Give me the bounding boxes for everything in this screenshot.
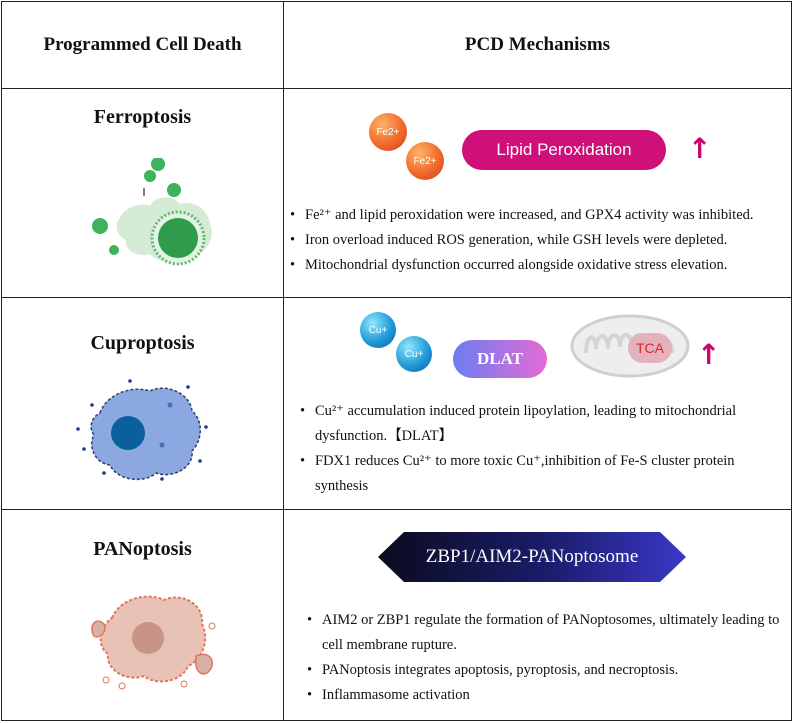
cuproptosis-cell-illustration [76,379,208,481]
fe2-badge: Fe2+ [369,113,407,151]
cu-badge: Cu+ [360,312,396,348]
row-title-ferroptosis: Ferroptosis [93,106,192,128]
bullet-item: FDX1 reduces Cu²⁺ to more toxic Cu⁺,inhi… [300,449,778,499]
header-pcd: Programmed Cell Death [43,34,242,55]
ferroptosis-cell-illustration [92,158,212,266]
panoptosis-cell-illustration [91,595,216,690]
row-title-panoptosis: PANoptosis [93,538,192,560]
ferroptosis-bullets: Fe²⁺ and lipid peroxidation were increas… [290,203,790,278]
bullet-item: AIM2 or ZBP1 regulate the formation of P… [307,608,783,658]
bullet-item: Inflammasome activation [307,683,783,708]
bullet-item: Cu²⁺ accumulation induced protein lipoyl… [300,399,778,449]
header-mechanisms: PCD Mechanisms [464,34,611,55]
panoptosome-banner-label: ZBP1/AIM2-PANoptosome [425,546,639,567]
row-divider [2,509,791,510]
bullet-item: Mitochondrial dysfunction occurred along… [290,253,790,278]
up-arrow-icon: ↑ [697,338,721,371]
panoptosome-banner [378,532,686,582]
dlat-pill: DLAT [453,340,547,378]
row-divider [2,88,791,89]
column-divider [283,2,284,720]
row-title-cuproptosis: Cuproptosis [90,332,195,354]
up-arrow-icon: ↑ [688,132,712,165]
bullet-item: Iron overload induced ROS generation, wh… [290,228,790,253]
cu-badge: Cu+ [396,336,432,372]
row-divider [2,297,791,298]
panoptosis-bullets: AIM2 or ZBP1 regulate the formation of P… [307,608,783,708]
tca-label: TCA [628,333,672,363]
lipid-peroxidation-pill: Lipid Peroxidation [462,130,666,170]
fe2-badge: Fe2+ [406,142,444,180]
bullet-item: Fe²⁺ and lipid peroxidation were increas… [290,203,790,228]
cuproptosis-bullets: Cu²⁺ accumulation induced protein lipoyl… [300,399,778,499]
bullet-item: PANoptosis integrates apoptosis, pyropto… [307,658,783,683]
